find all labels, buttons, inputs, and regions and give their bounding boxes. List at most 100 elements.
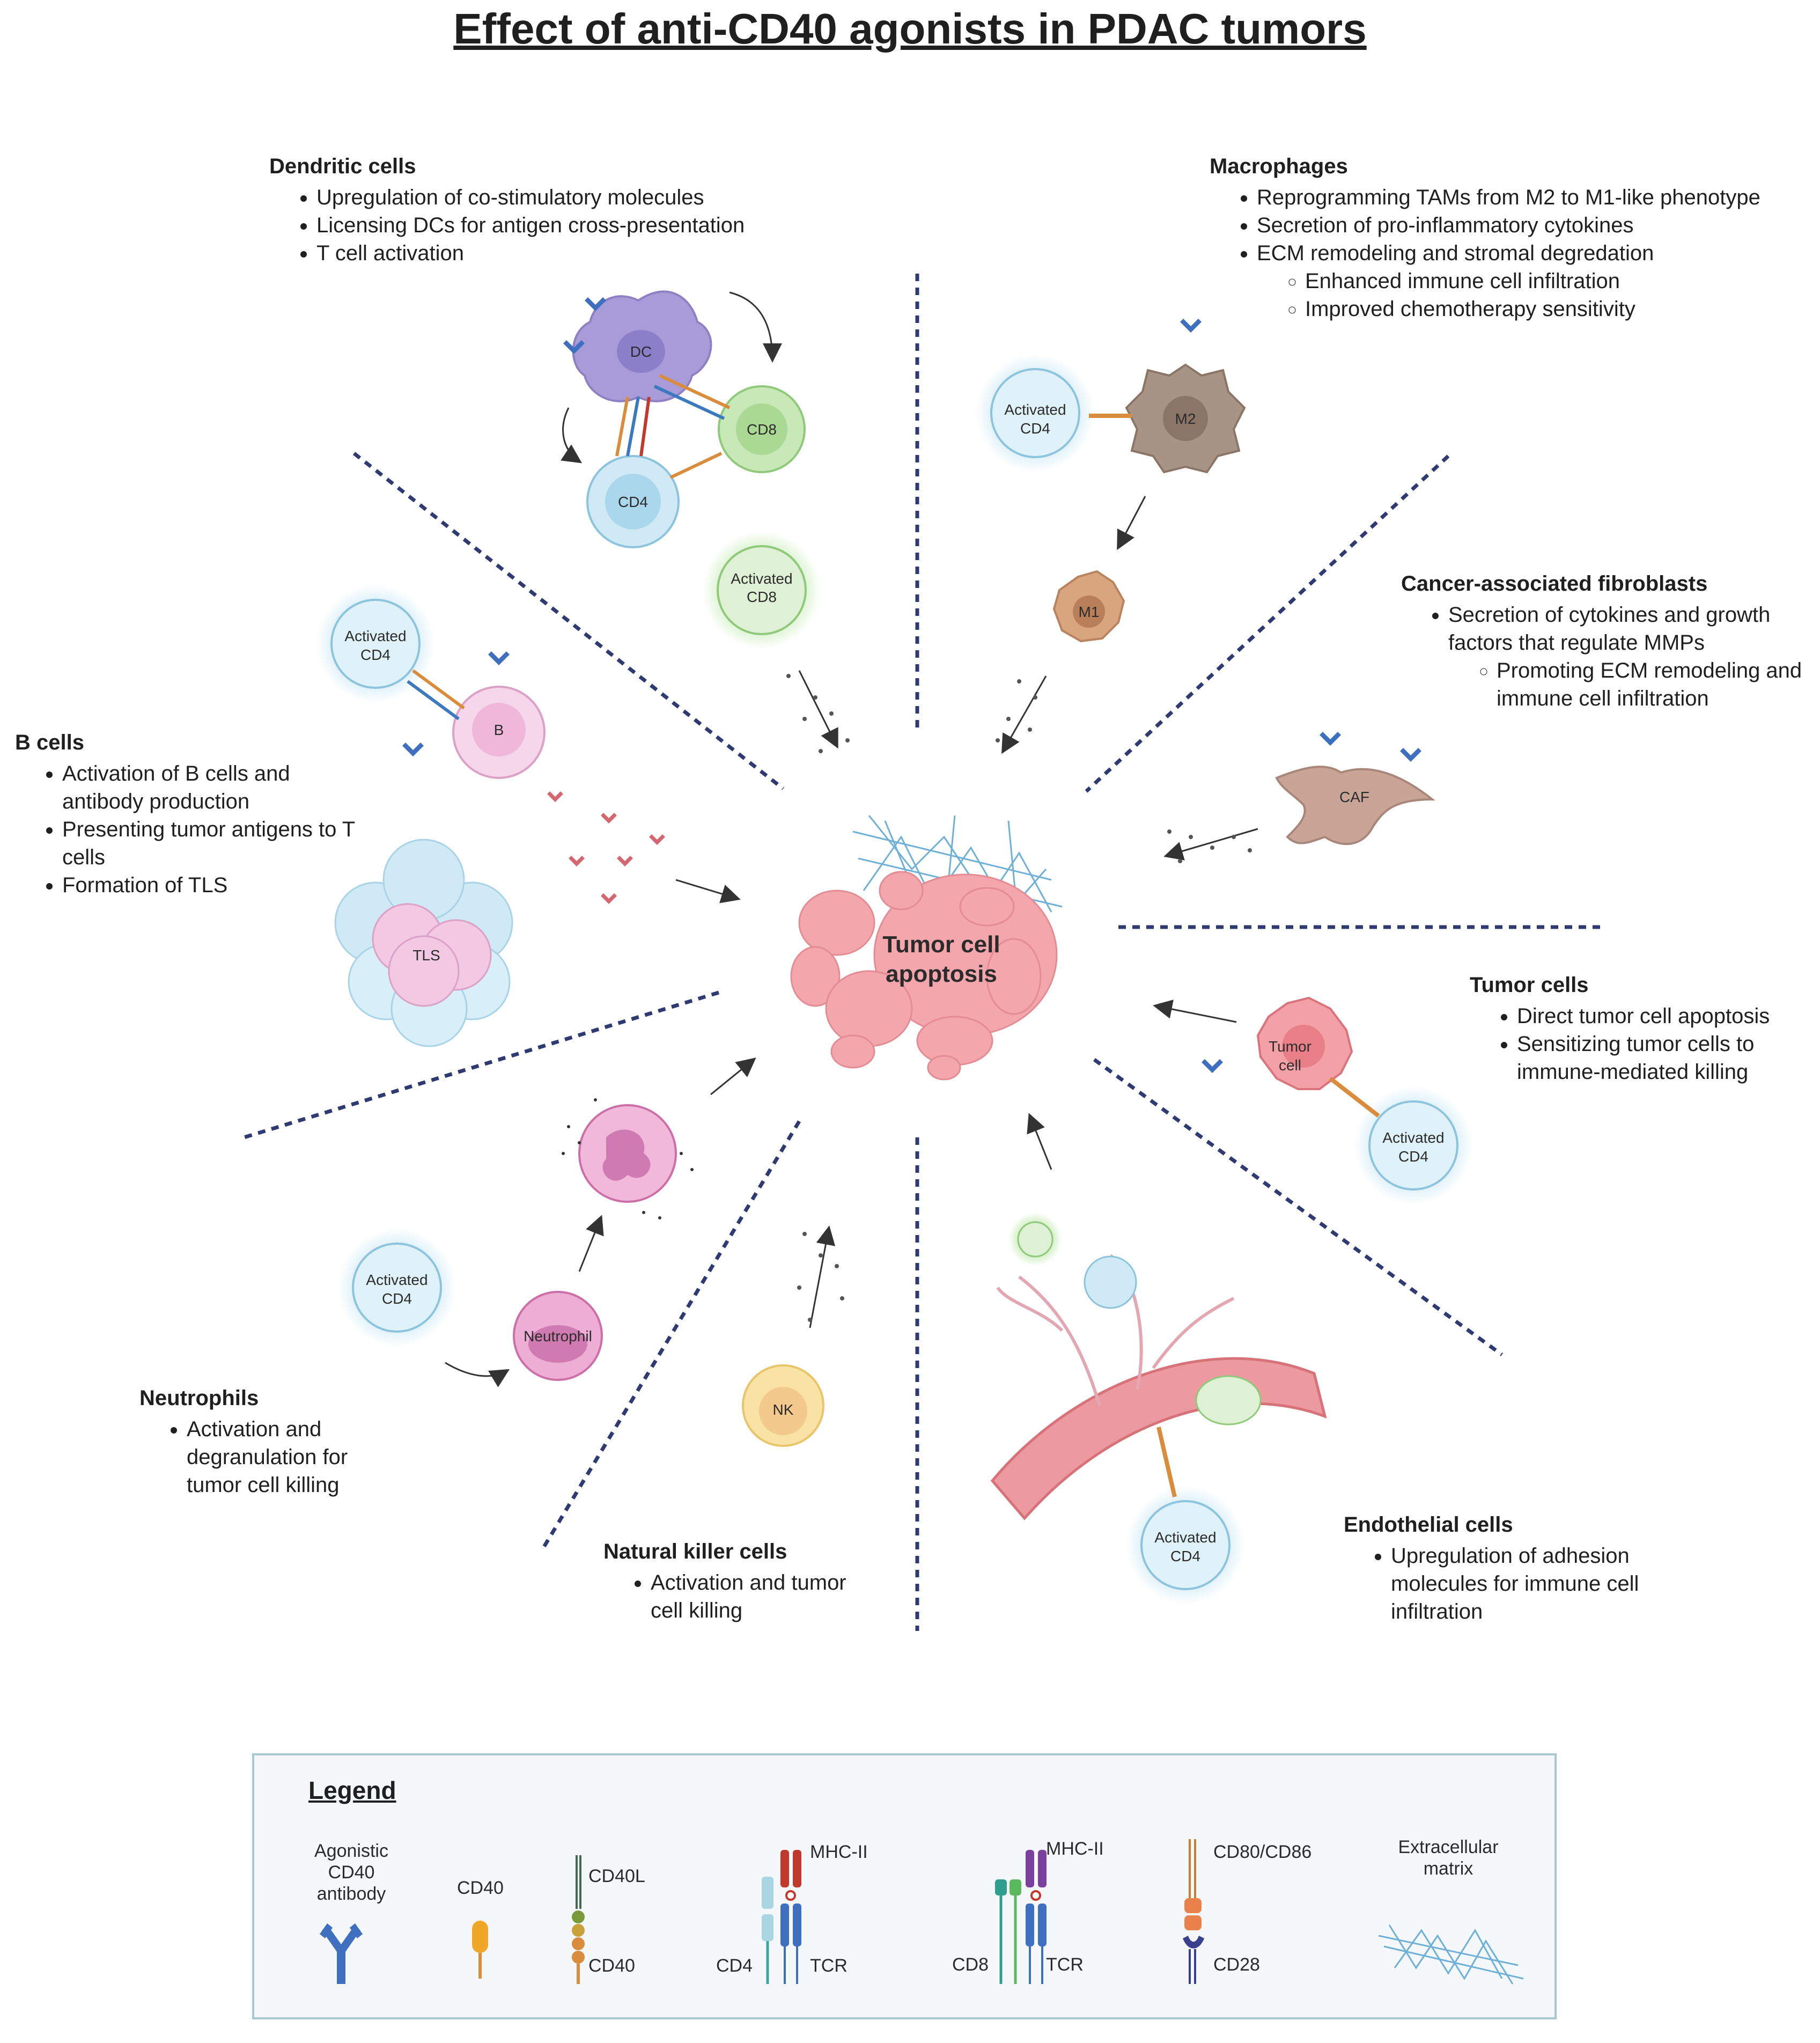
tumor-cell-cluster: Tumor cell Activated CD4 xyxy=(1153,996,1472,1204)
center-label-line2: apoptosis xyxy=(886,961,997,987)
legend-cd40l-label: CD40L xyxy=(588,1866,645,1886)
activated-cd4-mac-label1: Activated xyxy=(1004,401,1066,418)
activated-cd8-label1: Activated xyxy=(731,570,792,587)
section-macrophages: Macrophages Reprogramming TAMs from M2 t… xyxy=(1210,152,1816,323)
legend-agonistic-line: Agonistic xyxy=(314,1841,388,1861)
b-cell-label: B xyxy=(494,722,504,738)
caf-bullets: Secretion of cytokines and growth factor… xyxy=(1401,601,1809,657)
legend-agonistic-line: antibody xyxy=(316,1884,386,1904)
neutrophil-label: Neutrophil xyxy=(524,1328,592,1344)
dendritic-bullet: Upregulation of co-stimulatory molecules xyxy=(316,183,832,211)
tumor-bullets: Direct tumor cell apoptosis Sensitizing … xyxy=(1470,1002,1813,1086)
neutrophils-bullets: Activation and degranulation for tumor c… xyxy=(139,1415,392,1499)
activated-cd4-neut xyxy=(352,1243,442,1333)
legend-title: Legend xyxy=(308,1776,396,1804)
dendritic-heading: Dendritic cells xyxy=(269,155,416,178)
caf-sub-bullets: Promoting ECM remodeling and immune cell… xyxy=(1401,657,1809,712)
section-endothelial: Endothelial cells Upregulation of adhesi… xyxy=(1344,1511,1676,1626)
caf-heading: Cancer-associated fibroblasts xyxy=(1401,572,1708,596)
caf-bullet: Secretion of cytokines and growth factor… xyxy=(1448,601,1809,657)
legend-mhc2-a-label: MHC-II xyxy=(810,1842,868,1862)
tumor-bullet: Sensitizing tumor cells to immune-mediat… xyxy=(1517,1030,1813,1086)
macrophages-sub-bullet: Enhanced immune cell infiltration xyxy=(1305,267,1816,295)
caf-cluster: CAF xyxy=(1163,732,1435,863)
section-tumor: Tumor cells Direct tumor cell apoptosis … xyxy=(1470,971,1813,1086)
endothelial-heading: Endothelial cells xyxy=(1344,1513,1513,1537)
m1-label: M1 xyxy=(1079,604,1100,620)
macrophages-heading: Macrophages xyxy=(1210,155,1348,178)
macrophages-sub-bullets: Enhanced immune cell infiltration Improv… xyxy=(1210,267,1816,323)
legend-ecm-line: matrix xyxy=(1423,1858,1473,1879)
endothelial-bullet: Upregulation of adhesion molecules for i… xyxy=(1391,1542,1676,1626)
activated-cd4-tumor-label2: CD4 xyxy=(1398,1148,1428,1165)
caf-label: CAF xyxy=(1339,789,1369,805)
activated-cd8-label2: CD8 xyxy=(747,589,777,605)
caf-sub-bullet: Promoting ECM remodeling and immune cell… xyxy=(1497,657,1809,712)
legend-cd80-label: CD80/CD86 xyxy=(1213,1842,1312,1862)
activated-cd4-b-label2: CD4 xyxy=(360,646,390,663)
macrophage-cluster: Activated CD4 M2 M1 xyxy=(976,319,1246,754)
figure-title: Effect of anti-CD40 agonists in PDAC tum… xyxy=(453,5,1367,53)
legend-ecm-label: Extracellular matrix xyxy=(1379,1836,1518,1879)
receptor-bridges xyxy=(615,374,731,479)
legend-cd40-label: CD40 xyxy=(457,1878,504,1898)
macrophages-bullet: Reprogramming TAMs from M2 to M1-like ph… xyxy=(1257,183,1816,211)
activated-cd4-neut-label1: Activated xyxy=(366,1272,428,1288)
activated-cd8-cell xyxy=(717,545,807,635)
cd8-label: CD8 xyxy=(747,421,777,438)
macrophages-bullets: Reprogramming TAMs from M2 to M1-like ph… xyxy=(1210,183,1816,267)
section-nk: Natural killer cells Activation and tumo… xyxy=(603,1538,861,1625)
legend-tcr-b-label: TCR xyxy=(1046,1954,1084,1975)
endothelial-bullets: Upregulation of adhesion molecules for i… xyxy=(1344,1542,1676,1626)
macrophages-sub-bullet: Improved chemotherapy sensitivity xyxy=(1305,295,1816,323)
section-dendritic: Dendritic cells Upregulation of co-stimu… xyxy=(269,152,832,267)
activated-cd4-endo xyxy=(1140,1500,1230,1590)
ecm-icon xyxy=(1378,1924,1524,1985)
dashed-dividers xyxy=(243,274,1601,1631)
activated-cd4-b xyxy=(330,599,421,689)
central-tumor-apoptosis: Tumor cell apoptosis xyxy=(790,815,1063,1081)
dendritic-bullet: T cell activation xyxy=(316,239,832,267)
nk-bullets: Activation and tumor cell killing xyxy=(603,1569,861,1625)
neutrophils-heading: Neutrophils xyxy=(139,1386,259,1410)
activated-cd4-mac-label2: CD4 xyxy=(1020,420,1050,437)
caf-cell xyxy=(1275,766,1435,845)
legend-cd28-label: CD28 xyxy=(1213,1954,1260,1975)
activated-cd4-tumor xyxy=(1368,1100,1458,1190)
cd80-cd28-icon xyxy=(1183,1839,1204,1984)
activated-cd4-endo-label1: Activated xyxy=(1154,1529,1216,1546)
cd40-icon xyxy=(472,1921,488,1979)
nk-label: NK xyxy=(773,1401,794,1418)
tumor-cell-label2: cell xyxy=(1279,1057,1301,1074)
nk-heading: Natural killer cells xyxy=(603,1540,787,1563)
legend-cd40-b-label: CD40 xyxy=(588,1956,635,1976)
section-bcells: B cells Activation of B cells and antibo… xyxy=(15,729,364,899)
activated-cd4-tumor-label1: Activated xyxy=(1382,1129,1444,1146)
tls-cluster: TLS xyxy=(334,839,513,1047)
dendritic-cell-cluster: DC CD8 CD4 Activated xyxy=(561,290,850,753)
neutrophils-bullet: Activation and degranulation for tumor c… xyxy=(187,1415,392,1499)
antibodies-dc xyxy=(563,297,606,354)
activated-cd4-endo-label2: CD4 xyxy=(1170,1548,1200,1564)
legend-cd8-label: CD8 xyxy=(952,1954,989,1975)
tls-label: TLS xyxy=(412,947,440,964)
bcells-bullet: Formation of TLS xyxy=(62,871,364,899)
legend-ecm-line: Extracellular xyxy=(1398,1837,1499,1857)
legend-cd4-label: CD4 xyxy=(716,1956,753,1976)
bcells-bullets: Activation of B cells and antibody produ… xyxy=(15,760,364,899)
bcells-bullet: Presenting tumor antigens to T cells xyxy=(62,815,364,871)
nk-bullet: Activation and tumor cell killing xyxy=(651,1569,861,1625)
tumor-cell-label1: Tumor xyxy=(1269,1038,1311,1055)
antibody-icon xyxy=(320,1923,363,1984)
activated-cd4-b-label1: Activated xyxy=(344,628,406,644)
tumor-bullet: Direct tumor cell apoptosis xyxy=(1517,1002,1813,1030)
legend-agonistic-label: Agonistic CD40 antibody xyxy=(300,1840,402,1905)
cd4-label: CD4 xyxy=(618,494,648,510)
dc-label: DC xyxy=(630,343,652,360)
activated-cd4-mac xyxy=(990,368,1080,458)
bcells-bullet: Activation of B cells and antibody produ… xyxy=(62,760,364,815)
legend-box xyxy=(252,1753,1557,2019)
tumor-heading: Tumor cells xyxy=(1470,973,1589,997)
bcell-cluster: Activated CD4 B xyxy=(316,585,741,1047)
